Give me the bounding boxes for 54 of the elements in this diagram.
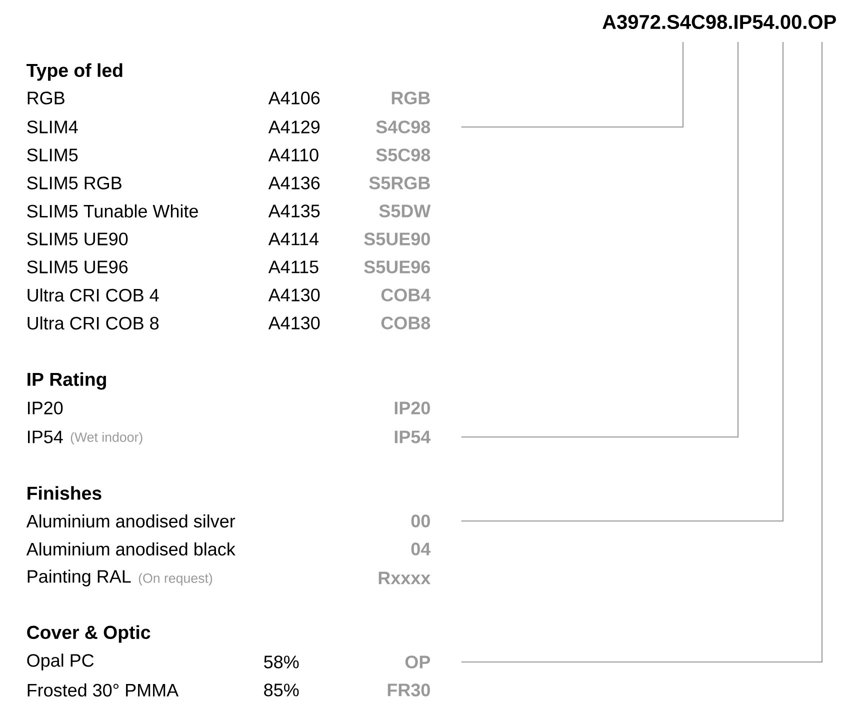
option-code: S5UE96 [364,260,430,274]
article-number: A4135 [268,204,320,218]
option-name: Painting RAL [28,570,131,586]
option-code: 00 [411,514,430,528]
leader-line [461,42,739,438]
option-name: Ultra CRI COB 4 [28,288,159,302]
section-heading: Cover & Optic [27,625,150,643]
option-code: FR30 [388,684,430,696]
option-name: SLIM5 UE90 [27,232,128,246]
option-name: Aluminium anodised silver [26,514,236,528]
option-name: SLIM5 [27,148,78,162]
option-code: IP20 [394,402,430,414]
option-name: Aluminium anodised black [26,542,236,556]
article-number: A4114 [268,232,319,246]
article-number: A4115 [268,260,318,274]
transmission-value: 58% [264,656,299,668]
option-name: SLIM5 Tunable White [27,204,198,218]
article-number: A4106 [268,92,320,104]
leader-line [461,42,684,128]
option-name: IP54 [28,430,63,444]
leader-line [461,42,823,663]
option-code: Rxxxx [378,572,431,584]
option-code: OP [405,656,430,668]
option-name: SLIM5 RGB [27,176,122,190]
option-name: Opal PC [27,654,94,670]
option-code: RGB [392,92,430,104]
option-code: COB4 [381,288,431,302]
product-code: A3972.S4C98.IP54.00.OP [602,14,836,30]
option-name: IP20 [28,402,63,414]
article-number: A4136 [268,176,320,190]
option-name: RGB [28,92,64,104]
option-code: COB8 [381,316,430,330]
option-code: S5C98 [376,148,430,162]
option-name: Frosted 30° PMMA [28,683,179,697]
option-name: SLIM4 [27,120,78,134]
section-heading: Type of led [26,63,122,81]
option-code: S4C98 [376,120,430,134]
leader-line [461,42,784,522]
section-heading: IP Rating [28,372,106,390]
option-code: 04 [411,542,431,556]
option-name: Ultra CRI COB 8 [28,316,159,330]
section-heading: Finishes [28,486,102,500]
option-code: IP54 [394,430,431,444]
option-note: (On request) [138,573,212,586]
option-code: S5DW [379,204,431,218]
article-number: A4130 [268,316,320,330]
transmission-value: 85% [264,684,299,696]
article-number: A4130 [268,288,320,302]
option-code: S5UE90 [364,232,430,246]
article-number: A4110 [268,148,318,162]
option-code: S5RGB [369,176,430,190]
option-note: (Wet indoor) [70,432,142,445]
article-number: A4129 [268,120,320,134]
option-name: SLIM5 UE96 [27,260,128,274]
